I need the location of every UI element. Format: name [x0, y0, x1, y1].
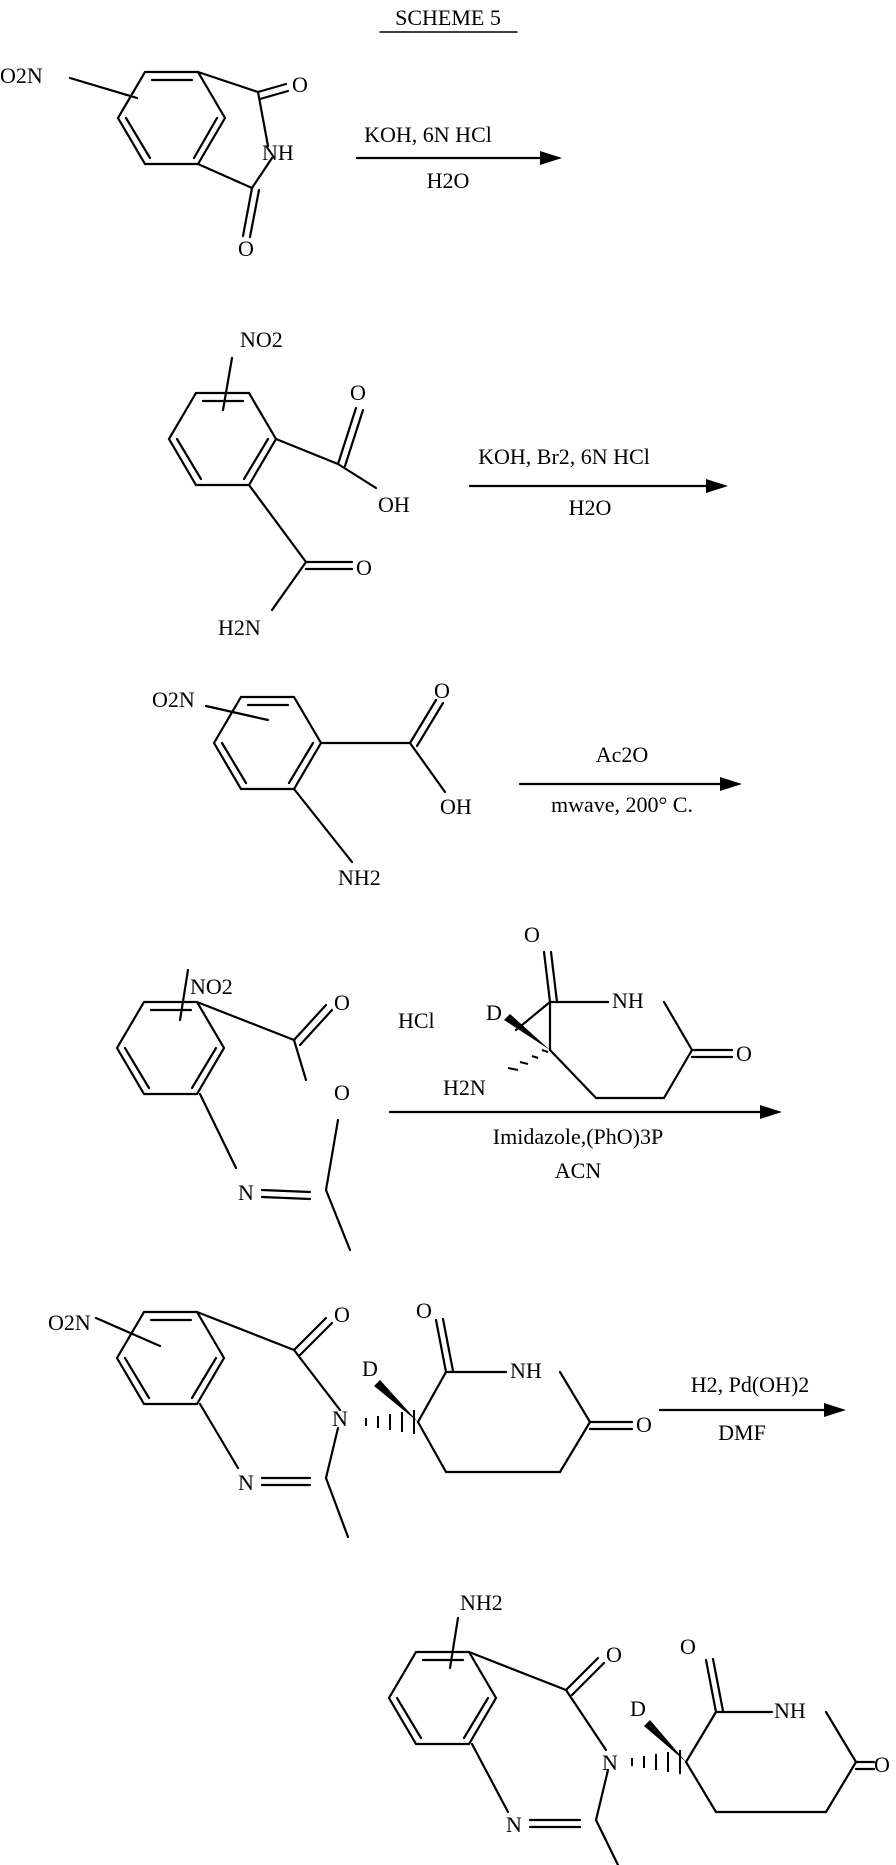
step-5-solvent: DMF [718, 1420, 766, 1445]
svg-text:NH: NH [612, 988, 644, 1013]
svg-text:NH: NH [774, 1698, 806, 1723]
svg-text:O2N: O2N [48, 1310, 91, 1335]
svg-text:OH: OH [378, 492, 410, 517]
structure-nitroanthranilic-acid: O2N O OH NH2 [152, 678, 472, 890]
svg-text:NO2: NO2 [240, 327, 283, 352]
step-3-conditions: mwave, 200° C. [551, 792, 693, 817]
svg-text:D: D [362, 1356, 378, 1381]
svg-text:H2N: H2N [443, 1075, 486, 1100]
svg-text:N: N [238, 1180, 254, 1205]
step-4-solvent: ACN [555, 1158, 602, 1183]
step-3-reagents: Ac2O [596, 742, 649, 767]
svg-text:O: O [416, 1298, 432, 1323]
svg-text:O: O [334, 1080, 350, 1105]
svg-text:N: N [506, 1812, 522, 1837]
svg-text:O: O [736, 1041, 752, 1066]
svg-text:O: O [334, 990, 350, 1015]
svg-text:O: O [350, 380, 366, 405]
svg-text:N: N [238, 1470, 254, 1495]
svg-text:O: O [334, 1302, 350, 1327]
step-2-solvent: H2O [569, 495, 612, 520]
svg-text:O: O [874, 1752, 890, 1777]
svg-text:D: D [630, 1696, 646, 1721]
step-4-reagents: Imidazole,(PhO)3P [493, 1124, 663, 1149]
svg-text:O2N: O2N [0, 63, 43, 88]
svg-text:O: O [356, 555, 372, 580]
svg-text:O: O [606, 1642, 622, 1667]
svg-text:O: O [680, 1634, 696, 1659]
hashed-bond [508, 1050, 548, 1070]
structure-amino-product: NH2 O N N D O NH O [389, 1590, 890, 1865]
scheme-title: SCHEME 5 [395, 5, 501, 30]
reagent-hcl-label: HCl [398, 1008, 435, 1033]
svg-text:NH2: NH2 [460, 1590, 503, 1615]
svg-text:D: D [486, 1000, 502, 1025]
step-1-reagents: KOH, 6N HCl [364, 122, 492, 147]
svg-text:N: N [332, 1406, 348, 1431]
svg-text:H2N: H2N [218, 615, 261, 640]
svg-text:O: O [292, 72, 308, 97]
step-1-solvent: H2O [427, 168, 470, 193]
structure-nitro-quinazolinone: O2N O N N D O NH O [48, 1298, 652, 1537]
structure-nitrophthalamic-acid: NO2 O OH O H2N [169, 327, 410, 640]
step-2-reagents: KOH, Br2, 6N HCl [478, 444, 650, 469]
svg-text:O: O [636, 1412, 652, 1437]
structure-aminoglutarimide-reagent: HCl O NH O D H2N [398, 922, 752, 1100]
structure-nitro-benzoxazinone: NO2 O O N [117, 970, 350, 1250]
reaction-step-3: Ac2O mwave, 200° C. [520, 742, 742, 817]
reaction-step-1: KOH, 6N HCl H2O [357, 122, 562, 193]
svg-text:O: O [238, 236, 254, 261]
svg-text:NH: NH [262, 140, 294, 165]
svg-text:O: O [524, 922, 540, 947]
svg-text:NH2: NH2 [338, 865, 381, 890]
reaction-step-5: H2, Pd(OH)2 DMF [660, 1372, 846, 1445]
svg-text:NO2: NO2 [190, 974, 233, 999]
svg-text:O: O [434, 678, 450, 703]
svg-text:N: N [602, 1750, 618, 1775]
reaction-step-2: KOH, Br2, 6N HCl H2O [470, 444, 728, 520]
reaction-step-4: Imidazole,(PhO)3P ACN [390, 1105, 782, 1183]
step-5-reagents: H2, Pd(OH)2 [691, 1372, 810, 1397]
svg-text:OH: OH [440, 794, 472, 819]
svg-text:NH: NH [510, 1358, 542, 1383]
structure-nitrophthalimide: O NH O O2N [0, 63, 308, 261]
svg-text:O2N: O2N [152, 687, 195, 712]
